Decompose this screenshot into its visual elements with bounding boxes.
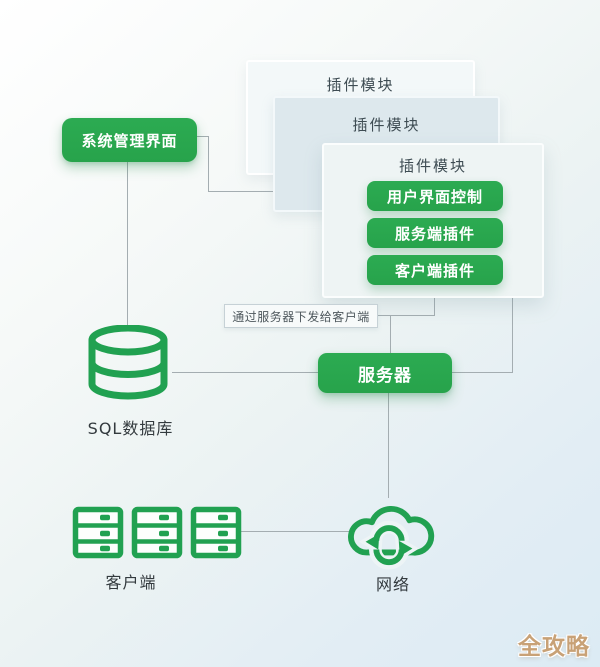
- client-label: 客户端: [105, 573, 157, 592]
- panel-plugin-module-front: 插件模块 用户界面控制 服务端插件 客户端插件: [322, 143, 544, 298]
- connector-database-to-server-h: [172, 372, 318, 373]
- connector-sysmgmt-to-database-v: [127, 162, 128, 326]
- server-rack-icon: [72, 506, 124, 559]
- connector-sysmgmt-to-panel-h1: [197, 136, 209, 137]
- connector-note-branch-h: [378, 315, 435, 316]
- connector-panel-to-note-v: [434, 298, 435, 316]
- node-system-management: 系统管理界面: [62, 118, 197, 162]
- connector-panel-to-server-right-h: [452, 372, 513, 373]
- node-server-plugin: 服务端插件: [367, 218, 503, 248]
- server-rack-icon: [131, 506, 183, 559]
- node-ui-control-label: 用户界面控制: [386, 187, 483, 206]
- watermark: 全攻略: [518, 634, 590, 660]
- connector-client-to-network-h: [240, 531, 349, 532]
- panel-plugin-module-front-title: 插件模块: [398, 157, 467, 175]
- note-deliver-via-server-label: 通过服务器下发给客户端: [232, 309, 370, 324]
- client-racks: [72, 506, 242, 560]
- server-rack-icon: [190, 506, 242, 559]
- note-deliver-via-server: 通过服务器下发给客户端: [224, 304, 378, 328]
- connector-panel-to-server-right-v: [512, 298, 513, 373]
- node-client-plugin: 客户端插件: [367, 255, 503, 285]
- database-icon: [84, 325, 172, 403]
- node-ui-control: 用户界面控制: [367, 181, 503, 211]
- network-cloud-sync-icon: [342, 491, 436, 571]
- node-server-plugin-label: 服务端插件: [394, 224, 475, 243]
- connector-sysmgmt-to-panel-v: [208, 136, 209, 192]
- node-server: 服务器: [318, 353, 452, 393]
- connector-note-to-server-v: [390, 315, 391, 353]
- panel-plugin-module-back-title: 插件模块: [326, 76, 395, 94]
- connector-server-to-network-v: [388, 393, 389, 498]
- network-label: 网络: [375, 575, 410, 594]
- connector-sysmgmt-to-panel-h2: [208, 191, 322, 192]
- node-system-management-label: 系统管理界面: [81, 131, 178, 150]
- node-client-plugin-label: 客户端插件: [394, 261, 475, 280]
- node-server-label: 服务器: [358, 365, 412, 386]
- database-label: SQL数据库: [87, 419, 174, 438]
- panel-plugin-module-mid-title: 插件模块: [352, 116, 421, 134]
